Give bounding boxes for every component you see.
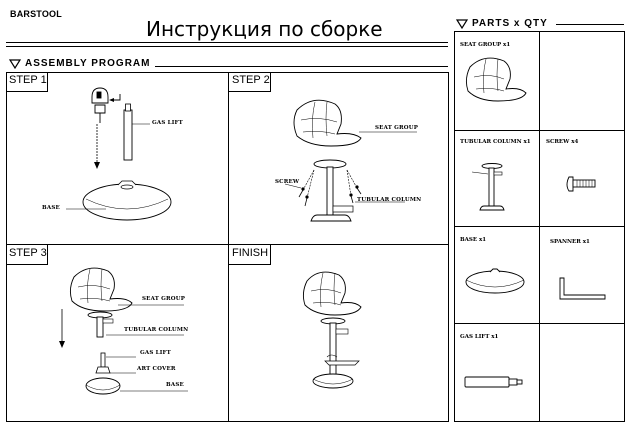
step-1-gas-lift-label: GAS LIFT	[152, 120, 183, 126]
step-3-gas-lift-label: GAS LIFT	[140, 350, 171, 356]
title-divider-thin	[6, 46, 448, 47]
title-divider	[6, 42, 448, 43]
base-icon	[465, 268, 525, 294]
finish-panel: FINISH	[229, 245, 449, 422]
assembly-heading: ASSEMBLY PROGRAM	[8, 58, 151, 69]
parts-heading-line	[556, 24, 624, 25]
part-tubular-column-label: TUBULAR COLUMN x1	[460, 139, 531, 145]
step-3-label: STEP 3	[9, 247, 47, 259]
parts-grid-row-3	[454, 323, 625, 325]
seat-icon	[465, 57, 527, 102]
page-title: Инструкция по сборке	[146, 17, 383, 41]
part-screw-label: SCREW x4	[546, 139, 579, 145]
finish-label-box	[229, 245, 271, 265]
finished-stool-icon	[302, 271, 362, 389]
step-2-screw-label: SCREW	[275, 179, 300, 185]
part-gas-lift-label: GAS LIFT x1	[460, 334, 499, 340]
seat-icon	[293, 99, 362, 147]
parts-grid-row-1	[454, 130, 625, 132]
step-3-tubular-column-label: TUBULAR COLUMN	[124, 327, 189, 333]
step-1-label: STEP 1	[9, 74, 47, 86]
step-2-panel: STEP 2 SEAT GROUP SCREW TUBULAR COLUMN	[229, 72, 449, 244]
gas-lift-icon	[464, 376, 523, 388]
step-1-label-box	[6, 72, 48, 92]
grid-divider-horizontal	[6, 244, 449, 246]
step-3-art-cover-label: ART COVER	[137, 366, 176, 372]
spanner-icon	[559, 277, 606, 300]
step-1-drawing	[66, 87, 172, 221]
triangle-down-icon	[455, 18, 469, 29]
step-3-seat-group-label: SEAT GROUP	[142, 296, 186, 302]
assembly-heading-line	[155, 66, 448, 67]
part-seat-group-label: SEAT GROUP x1	[460, 42, 511, 48]
step-3-base-label: BASE	[166, 382, 184, 388]
parts-heading-text: PARTS x QTY	[472, 18, 548, 29]
step-1-panel: STEP 1 GAS LIFT BASE	[6, 72, 228, 244]
screw-icon	[566, 176, 596, 192]
finish-label: FINISH	[232, 247, 269, 259]
product-name: BARSTOOL	[10, 9, 62, 19]
step-3-seat	[69, 267, 133, 312]
grid-divider-vertical	[228, 72, 230, 422]
step-3-panel: STEP 3 SEAT GROUP TUBULAR COLUMN GAS LIF…	[6, 245, 228, 422]
step-3-drawing	[59, 267, 188, 395]
parts-heading: PARTS x QTY	[455, 18, 548, 29]
step-2-drawing	[284, 99, 417, 222]
step-2-tubular-column-label: TUBULAR COLUMN	[357, 197, 422, 203]
step-3-label-box	[6, 245, 48, 265]
triangle-down-icon	[8, 58, 22, 69]
step-2-label: STEP 2	[232, 74, 270, 86]
gas-lift-cap-icon	[91, 87, 109, 123]
parts-grid-row-2	[454, 226, 625, 228]
part-base-label: BASE x1	[460, 237, 487, 243]
assembly-heading-text: ASSEMBLY PROGRAM	[25, 58, 151, 69]
column-icon	[471, 163, 505, 211]
part-spanner-label: SPANNER x1	[550, 239, 590, 245]
step-2-label-box	[229, 72, 271, 92]
assembly-grid	[6, 72, 449, 422]
step-2-seat-group-label: SEAT GROUP	[375, 125, 419, 131]
step-1-base-label: BASE	[42, 205, 60, 211]
